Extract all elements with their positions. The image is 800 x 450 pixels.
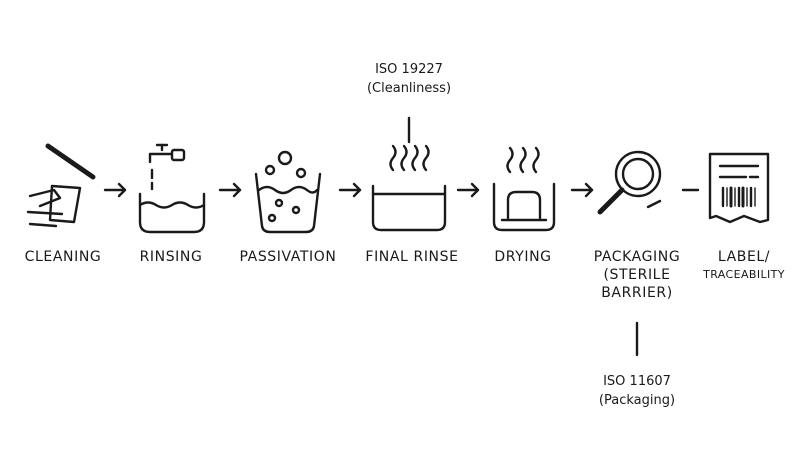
flow-arrow xyxy=(103,182,127,198)
step-label-cleaning: CLEANING xyxy=(24,249,102,265)
flow-arrow xyxy=(570,182,594,198)
annotation-iso-11607: ISO 11607 (Packaging) xyxy=(577,372,697,410)
step-label-drying: DRYING xyxy=(494,249,552,265)
step-label-traceability-line: LABEL/ xyxy=(717,249,771,265)
steaming-tray-icon xyxy=(371,144,447,232)
step-label-packaging-line: BARRIER) xyxy=(601,285,673,301)
step-label-rinsing: RINSING xyxy=(139,249,203,265)
magnifier-icon xyxy=(597,150,662,215)
flow-arrow xyxy=(218,182,242,198)
flow-arrow xyxy=(338,182,362,198)
step-label-final-rinse: FINAL RINSE xyxy=(365,249,459,265)
step-label-packaging-line: (STERILE xyxy=(603,267,671,283)
step-label-packaging: PACKAGING (STERILE BARRIER) xyxy=(583,248,691,302)
annotation-standard: ISO 19227 xyxy=(375,62,443,77)
cleaning-icon xyxy=(26,143,96,228)
bubbling-basin-icon xyxy=(254,150,322,234)
step-label-packaging-line: PACKAGING xyxy=(593,249,681,265)
annotation-description: (Cleanliness) xyxy=(366,81,452,96)
faucet-basin-icon xyxy=(138,143,206,234)
step-label-passivation: PASSIVATION xyxy=(239,249,337,265)
annotation-standard: ISO 11607 xyxy=(603,374,671,389)
annotation-description: (Packaging) xyxy=(598,393,676,408)
drying-tray-icon xyxy=(492,146,556,232)
flow-arrow xyxy=(456,182,480,198)
barcode-label-icon xyxy=(708,152,770,224)
annotation-iso-19227: ISO 19227 (Cleanliness) xyxy=(349,60,469,98)
step-label-traceability: LABEL/ TRACEABILITY xyxy=(694,248,794,284)
step-label-traceability-line: TRACEABILITY xyxy=(703,268,785,281)
